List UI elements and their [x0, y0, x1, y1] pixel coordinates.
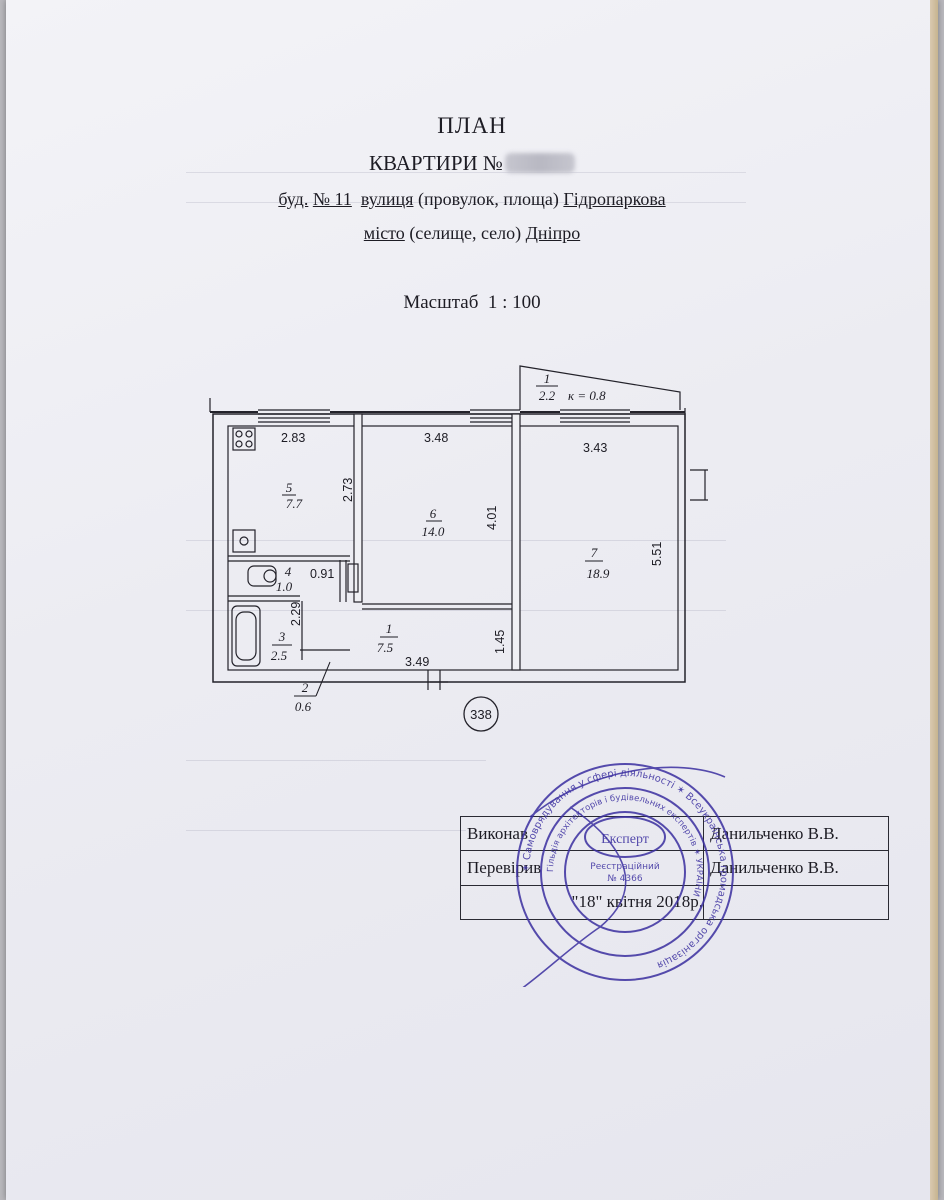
balcony-number: 1: [544, 371, 551, 386]
room-3-number: 3: [278, 629, 286, 644]
room-2-area: 0.6: [295, 699, 312, 714]
apartment-title: КВАРТИРИ №: [0, 151, 944, 176]
document-title: ПЛАН: [437, 113, 507, 138]
room-6-number: 6: [430, 506, 437, 521]
checked-label: Перевірив: [467, 857, 542, 877]
svg-text:№ 4366: № 4366: [607, 874, 642, 884]
dim-room6-width: 3.48: [424, 431, 448, 445]
scale-line: Масштаб 1 : 100: [403, 292, 541, 313]
room-4-number: 4: [285, 564, 292, 579]
floor-plan: 5 7.7 6 14.0 7 18.9 4 1.0 3 2.5 1 7.5 2 …: [209, 365, 708, 732]
room-6-area: 14.0: [422, 524, 445, 539]
dim-toilet-width: 0.91: [310, 567, 334, 581]
dim-room7-width: 3.43: [583, 441, 607, 455]
room-5-number: 5: [286, 480, 293, 495]
checked-row: Перевірив Данильченко В.В.: [460, 850, 889, 886]
room-3-area: 2.5: [271, 648, 288, 663]
checked-name: Данильченко В.В.: [710, 857, 839, 877]
performed-label: Виконав: [467, 823, 529, 843]
date-text: "18" квітня 2018р.: [571, 892, 703, 912]
balcony-area: 2.2: [539, 388, 556, 403]
room-7-number: 7: [591, 545, 598, 560]
dim-room6-depth: 4.01: [485, 506, 499, 530]
address-line: буд. № 11 вулиця (провулок, площа) Гідро…: [278, 189, 666, 209]
dim-kitchen-width: 2.83: [281, 431, 305, 445]
dim-room7-depth: 5.51: [650, 542, 664, 566]
redacted-number: [504, 153, 575, 173]
room-5-area: 7.7: [286, 496, 303, 511]
room-2-number: 2: [302, 680, 309, 695]
room-1-number: 1: [386, 621, 393, 636]
dim-hall-width: 3.49: [405, 655, 429, 669]
svg-text:Експерт: Експерт: [601, 832, 649, 847]
page-edge: [930, 0, 938, 1200]
room-1-area: 7.5: [377, 640, 394, 655]
section-marker: 338: [470, 707, 492, 722]
city-line: місто (селище, село) Дніпро: [363, 223, 581, 243]
document-sheet: [6, 0, 938, 1200]
svg-text:Реєстраційний: Реєстраційний: [590, 862, 660, 872]
room-7-area: 18.9: [587, 566, 610, 581]
performed-name: Данильченко В.В.: [710, 823, 839, 843]
date-row: "18" квітня 2018р.: [460, 884, 889, 921]
expert-seal: ✶ Самоврядування у сфері діяльності ✶ Вс…: [516, 763, 734, 987]
dim-hall-depth: 1.45: [493, 630, 507, 654]
room-4-area: 1.0: [276, 579, 293, 594]
dim-bath-depth: 2.29: [289, 602, 303, 626]
dim-kitchen-depth: 2.73: [341, 478, 355, 502]
balcony-coefficient: к = 0.8: [568, 388, 606, 403]
signature-table: Виконав Данильченко В.В. Перевірив Данил…: [460, 815, 889, 921]
